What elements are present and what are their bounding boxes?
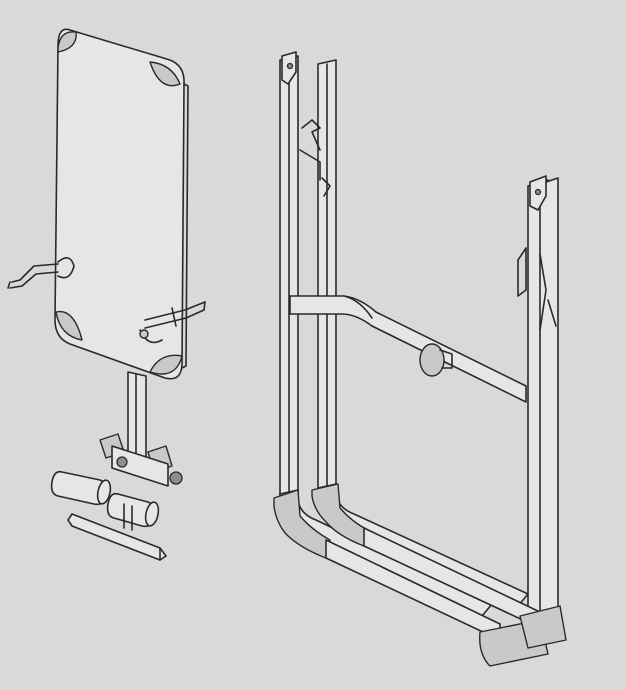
corner-pocket [149,61,181,87]
backboard-assembly [7,28,206,561]
frame-assembly [273,51,567,667]
corner-pocket [149,354,183,375]
cross-bar [289,295,527,403]
corner-pocket [55,310,83,341]
corner-pocket [57,31,77,53]
backboard-panel [54,28,189,380]
left-handle [7,257,75,289]
right-upright [517,175,559,629]
right-handle [139,301,206,344]
front-left-upright [279,51,299,499]
base-rails [325,527,567,667]
rear-left-upright [299,59,337,495]
ankle-clamp [99,433,183,487]
foot-bar [67,503,167,561]
